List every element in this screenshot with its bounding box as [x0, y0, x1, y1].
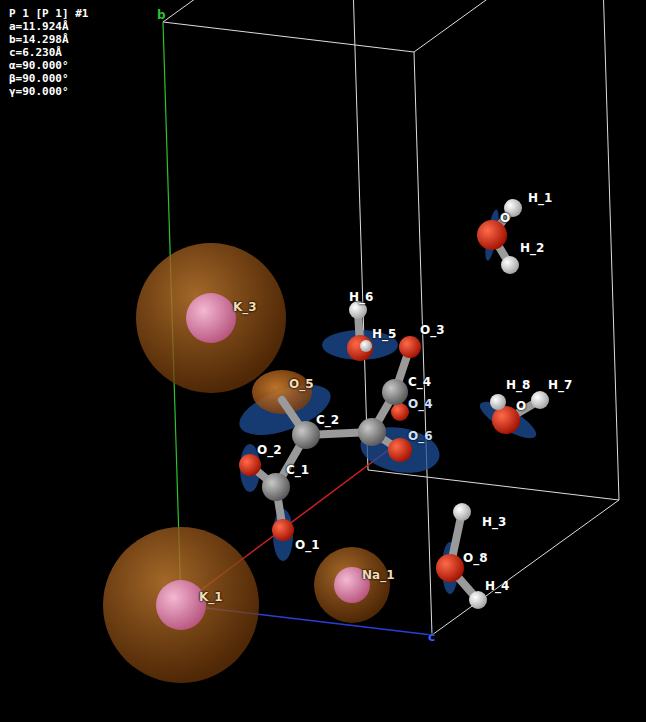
- atom-label: O_2: [257, 444, 282, 457]
- atom-label: O: [516, 400, 526, 413]
- cell-info: P 1 [P 1] #1: [9, 8, 88, 20]
- atom-label: C_2: [316, 414, 339, 427]
- atom-label: O_5: [289, 378, 314, 391]
- atom-label: H_1: [528, 192, 552, 205]
- atom-label: O: [500, 212, 510, 225]
- atom-label: O_3: [420, 324, 445, 337]
- atom-label: H_3: [482, 516, 506, 529]
- atom-label: O_4: [408, 398, 433, 411]
- atom-label: C_4: [408, 376, 431, 389]
- atom-label: K_1: [199, 591, 223, 604]
- atom-label: Na_1: [362, 569, 395, 582]
- atom-label: O_8: [463, 552, 488, 565]
- cell-info: β=90.000°: [9, 73, 69, 85]
- atom-label: H_6: [349, 291, 373, 304]
- atom-label: H_5: [372, 328, 396, 341]
- atom-label: O_1: [295, 539, 320, 552]
- cell-info: c=6.230Å: [9, 47, 62, 59]
- axis-label: b: [157, 9, 166, 22]
- atom-label: C_1: [286, 464, 309, 477]
- atom-label: H_8: [506, 379, 530, 392]
- cell-info: a=11.924Å: [9, 21, 69, 33]
- axis-label: c: [428, 631, 435, 644]
- atom-label: H_4: [485, 580, 509, 593]
- atom-label: K_3: [233, 301, 257, 314]
- atom-label: H_7: [548, 379, 572, 392]
- cell-info: α=90.000°: [9, 60, 69, 72]
- cell-info: b=14.298Å: [9, 34, 69, 46]
- cell-info: γ=90.000°: [9, 86, 69, 98]
- atom-label: H_2: [520, 242, 544, 255]
- atom-label: O_6: [408, 430, 433, 443]
